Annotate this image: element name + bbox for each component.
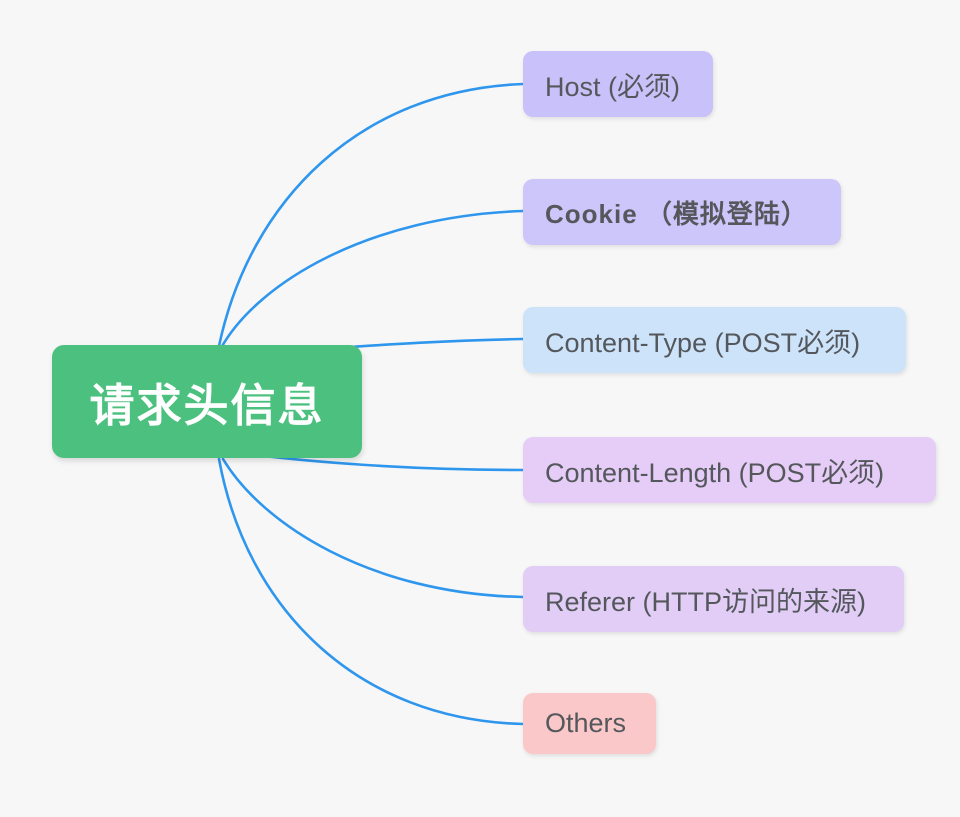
branch-node-others[interactable]: Others [523, 693, 656, 754]
branch-node-host-label: Host (必须) [545, 71, 680, 102]
branch-node-host[interactable]: Host (必须) [523, 51, 713, 117]
branch-node-content-type-label: Content-Type (POST必须) [545, 327, 861, 358]
root-node[interactable]: 请求头信息 [52, 345, 362, 458]
connector-to-others [217, 457, 525, 726]
connector-to-cookie [219, 209, 525, 350]
root-node-label: 请求头信息 [89, 380, 325, 431]
branch-node-content-type[interactable]: Content-Type (POST必须) [523, 307, 906, 373]
branch-node-cookie[interactable]: Cookie （模拟登陆） [523, 179, 841, 245]
branch-node-referer-label: Referer (HTTP访问的来源) [545, 586, 867, 617]
branch-node-cookie-label: Cookie （模拟登陆） [545, 198, 808, 229]
connector-to-referer [221, 457, 525, 599]
branch-node-content-length-label: Content-Length (POST必须) [545, 457, 885, 488]
branch-node-others-label: Others [545, 708, 627, 738]
branch-node-content-length[interactable]: Content-Length (POST必须) [523, 437, 936, 503]
branch-node-referer[interactable]: Referer (HTTP访问的来源) [523, 566, 904, 632]
connector-to-host [217, 82, 525, 348]
